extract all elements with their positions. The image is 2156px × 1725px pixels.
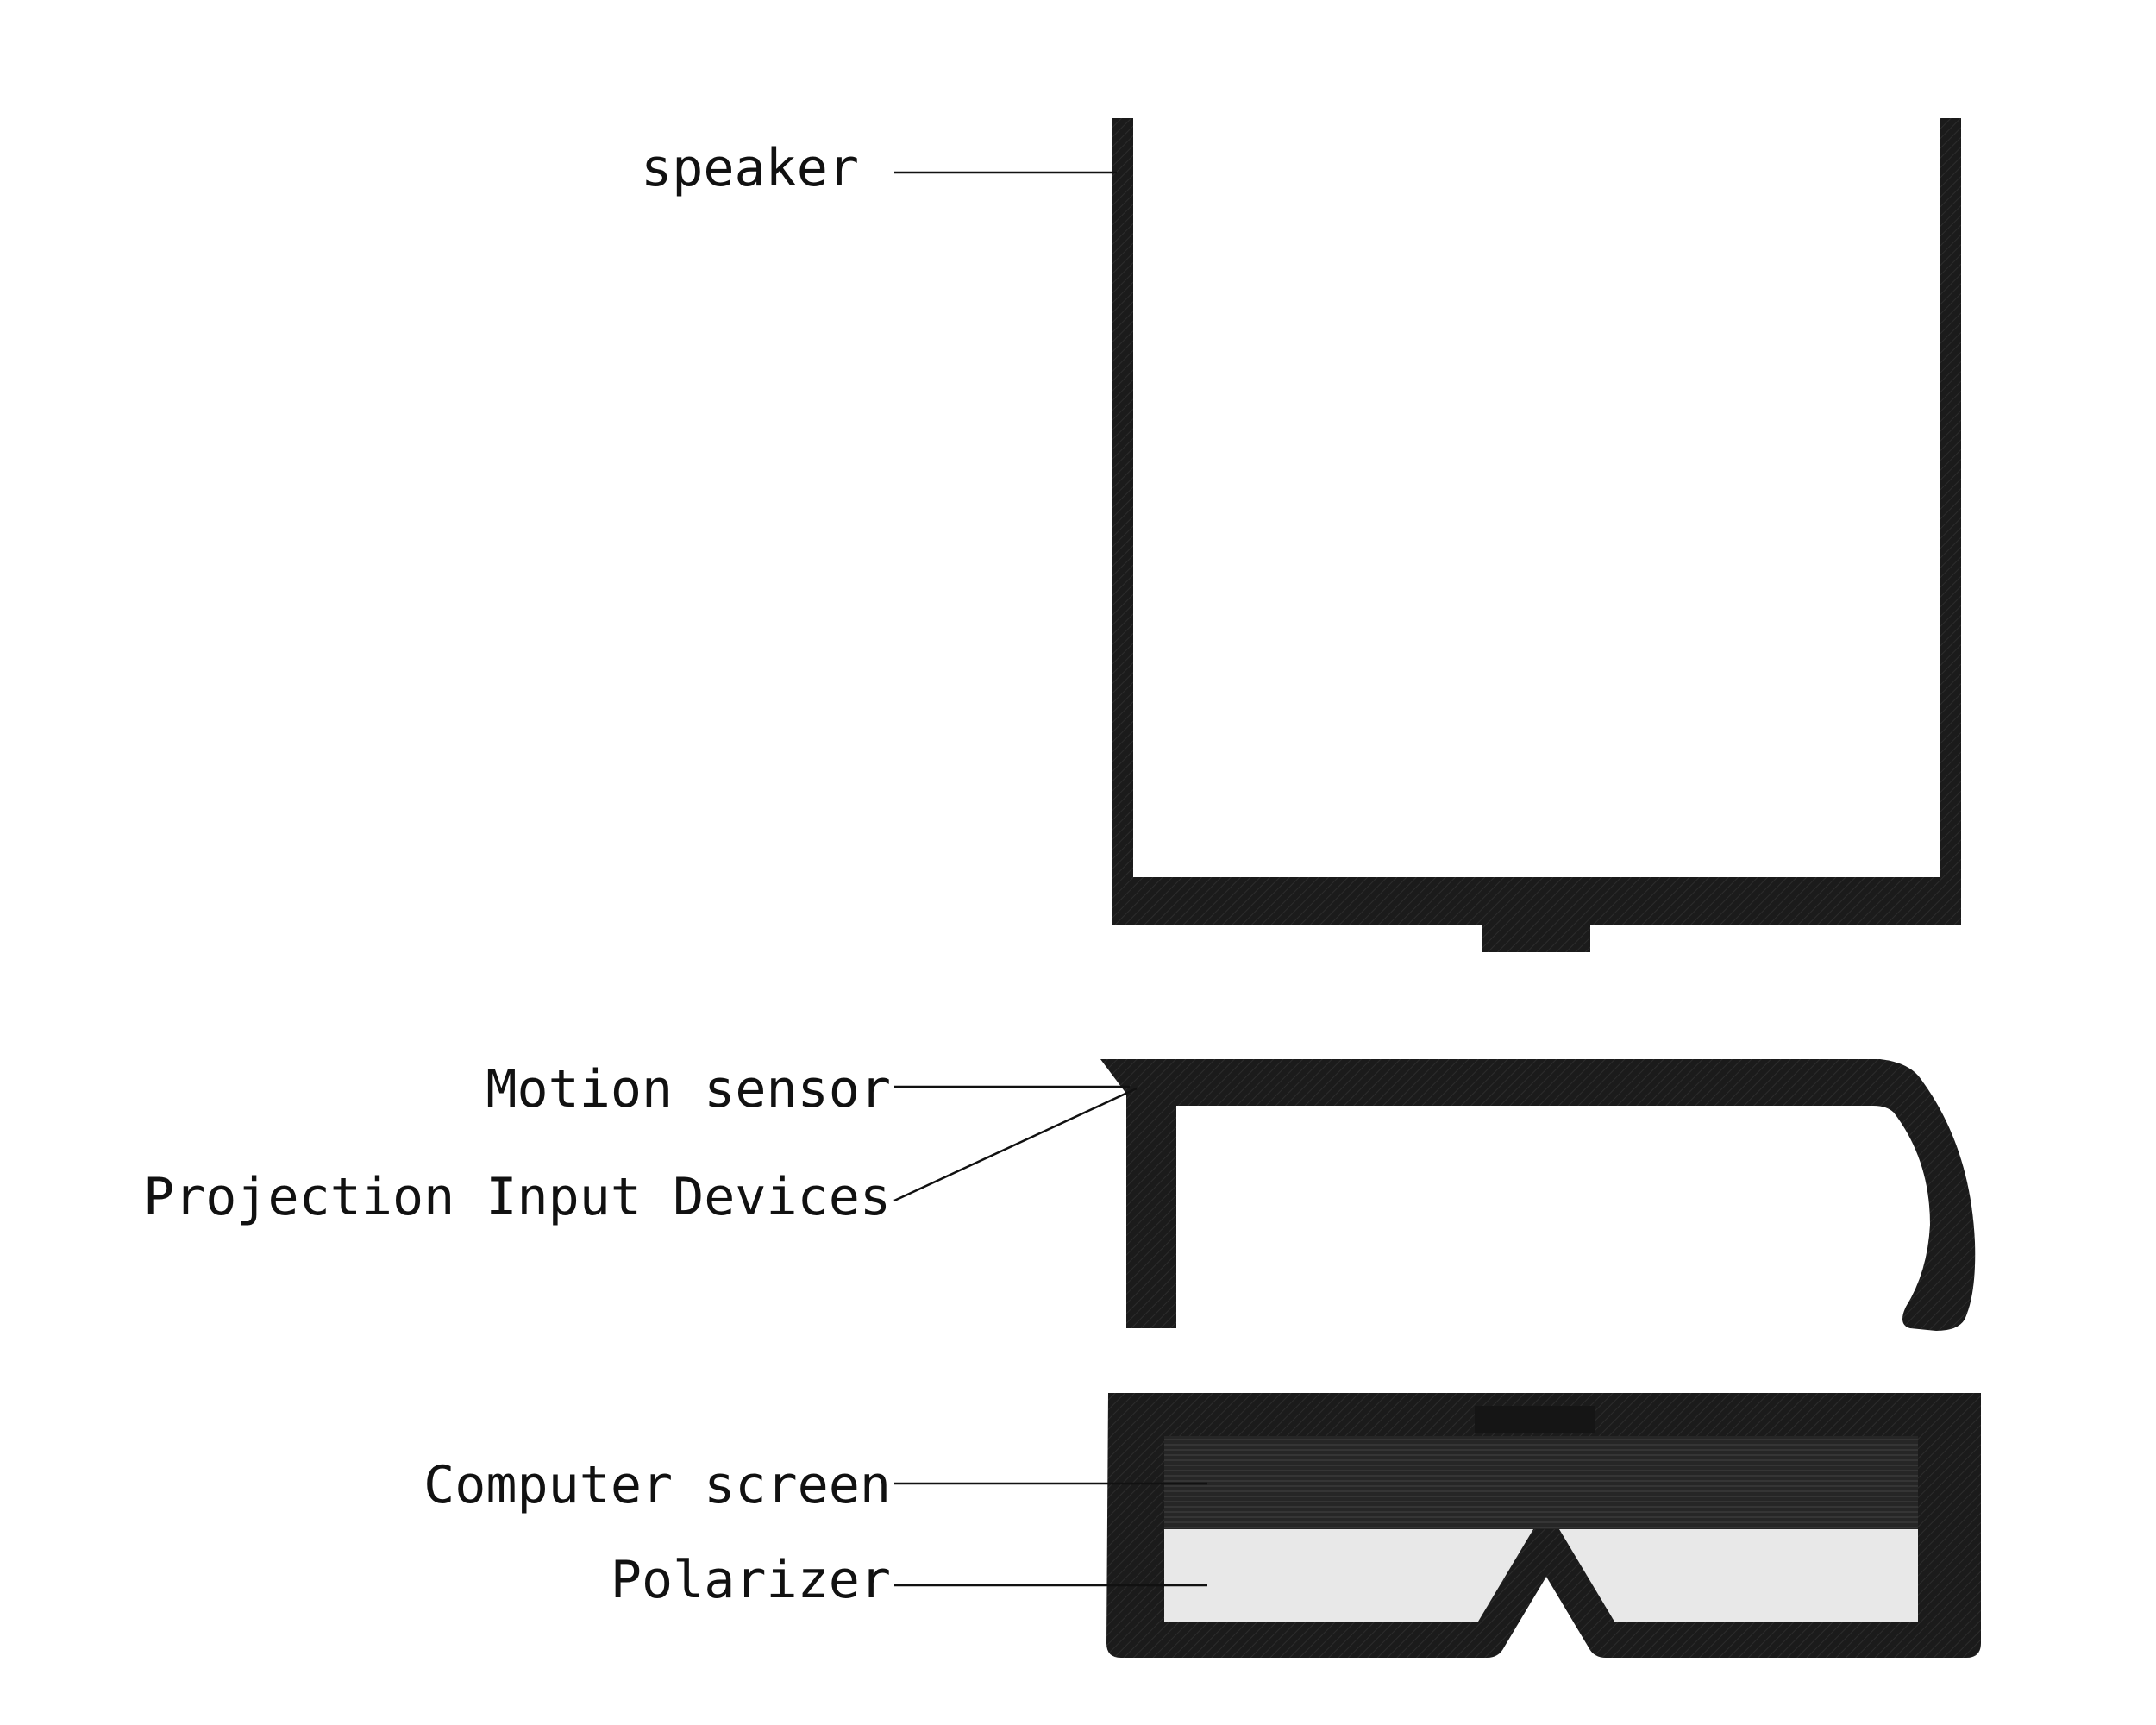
polarizer-callout: Polarizer: [611, 1550, 1207, 1610]
projection-input-callout: Projection Input Devices: [143, 1087, 1138, 1227]
polarizer-left-lens: [1164, 1529, 1533, 1622]
projection-input-leader-line: [893, 1087, 1138, 1202]
speaker-label: speaker: [641, 138, 859, 198]
speaker-frame: [1112, 118, 1961, 952]
glasses: [1106, 1393, 1981, 1658]
polarizer-label: Polarizer: [611, 1550, 891, 1610]
motion-sensor-callout: Motion sensor: [486, 1059, 1130, 1120]
motion-sensor-label: Motion sensor: [486, 1059, 891, 1120]
speaker-frame-left-arm: [1112, 118, 1133, 925]
projection-input-devices-label: Projection Input Devices: [143, 1167, 891, 1227]
headband: [1100, 1059, 1976, 1331]
speaker-frame-bottom-bar: [1112, 877, 1961, 925]
computer-screen-label: Computer screen: [423, 1455, 891, 1515]
polarizer-right-lens: [1559, 1529, 1918, 1622]
speaker-frame-tab: [1482, 925, 1590, 952]
glasses-top-nub: [1475, 1406, 1595, 1433]
computer-screen: [1164, 1436, 1918, 1529]
headband-body: [1100, 1059, 1976, 1331]
speaker-callout: speaker: [641, 138, 1117, 198]
computer-screen-callout: Computer screen: [423, 1455, 1207, 1515]
speaker-frame-right-arm: [1940, 118, 1961, 925]
